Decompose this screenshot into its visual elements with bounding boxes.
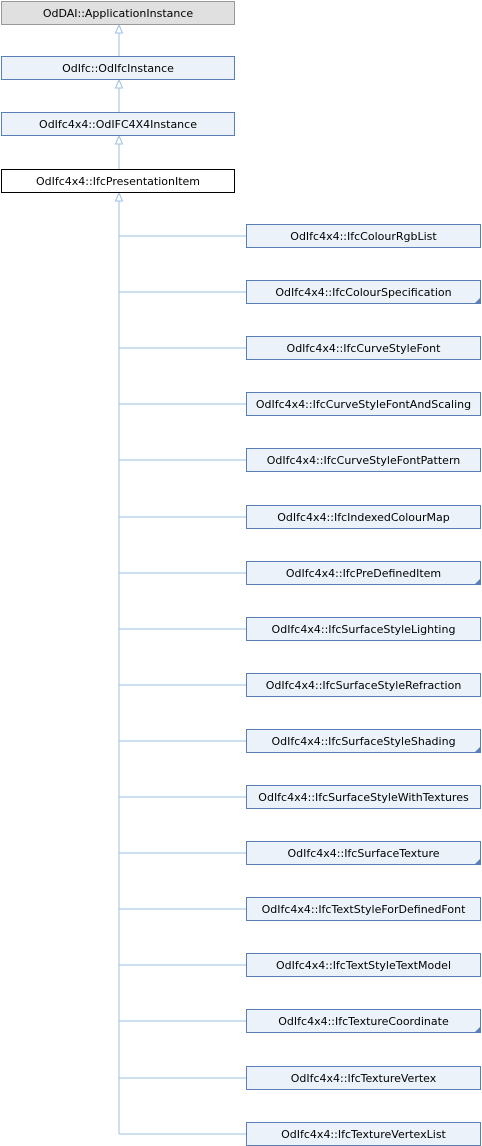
derived-class-label: OdIfc4x4::IfcTextureVertexList <box>281 1127 446 1141</box>
derived-class-label: OdIfc4x4::IfcTextStyleTextModel <box>275 958 452 972</box>
inheritance-arrowhead <box>114 134 124 145</box>
derived-class-node[interactable]: OdIfc4x4::IfcPreDefinedItem <box>246 561 481 585</box>
derived-class-label: OdIfc4x4::IfcIndexedColourMap <box>277 510 450 524</box>
derived-class-node[interactable]: OdIfc4x4::IfcTextureVertex <box>246 1066 481 1090</box>
derived-class-node[interactable]: OdIfc4x4::IfcTextureVertexList <box>246 1122 481 1146</box>
derived-class-label: OdIfc4x4::IfcSurfaceStyleRefraction <box>265 678 462 692</box>
derived-class-node[interactable]: OdIfc4x4::IfcColourRgbList <box>246 224 481 248</box>
derived-class-label: OdIfc4x4::IfcTextStyleForDefinedFont <box>261 902 466 916</box>
inheritance-arrowhead <box>114 23 124 34</box>
ancestor-class-node[interactable]: OdDAI::ApplicationInstance <box>1 1 235 25</box>
derived-class-label: OdIfc4x4::IfcColourRgbList <box>290 229 437 243</box>
ancestor-class-node[interactable]: OdIfc::OdIfcInstance <box>1 56 235 80</box>
derived-class-label: OdIfc4x4::IfcCurveStyleFont <box>286 341 441 355</box>
derived-class-node[interactable]: OdIfc4x4::IfcColourSpecification <box>246 280 481 304</box>
derived-class-label: OdIfc4x4::IfcTextureVertex <box>290 1071 437 1085</box>
derived-class-label: OdIfc4x4::IfcSurfaceTexture <box>287 846 440 860</box>
ancestor-class-label: OdDAI::ApplicationInstance <box>42 6 194 20</box>
inheritance-arrowhead <box>114 191 124 202</box>
derived-class-node[interactable]: OdIfc4x4::IfcSurfaceTexture <box>246 841 481 865</box>
derived-class-label: OdIfc4x4::IfcTextureCoordinate <box>278 1014 449 1028</box>
derived-class-node[interactable]: OdIfc4x4::IfcCurveStyleFontAndScaling <box>246 392 481 416</box>
ancestor-class-label: OdIfc4x4::OdIFC4X4Instance <box>39 117 197 131</box>
current-class-label: OdIfc4x4::IfcPresentationItem <box>35 174 200 188</box>
derived-class-label: OdIfc4x4::IfcSurfaceStyleWithTextures <box>258 790 469 804</box>
derived-class-label: OdIfc4x4::IfcCurveStyleFontAndScaling <box>255 397 472 411</box>
derived-class-node[interactable]: OdIfc4x4::IfcSurfaceStyleShading <box>246 729 481 753</box>
derived-class-node[interactable]: OdIfc4x4::IfcIndexedColourMap <box>246 505 481 529</box>
derived-class-node[interactable]: OdIfc4x4::IfcCurveStyleFont <box>246 336 481 360</box>
current-class-node: OdIfc4x4::IfcPresentationItem <box>1 169 235 193</box>
derived-class-node[interactable]: OdIfc4x4::IfcSurfaceStyleRefraction <box>246 673 481 697</box>
derived-class-node[interactable]: OdIfc4x4::IfcTextureCoordinate <box>246 1009 481 1033</box>
ancestor-class-label: OdIfc::OdIfcInstance <box>62 61 174 75</box>
inheritance-arrowhead <box>114 78 124 89</box>
derived-class-node[interactable]: OdIfc4x4::IfcCurveStyleFontPattern <box>246 448 481 472</box>
derived-class-label: OdIfc4x4::IfcCurveStyleFontPattern <box>266 453 461 467</box>
derived-class-label: OdIfc4x4::IfcColourSpecification <box>275 285 452 299</box>
derived-class-node[interactable]: OdIfc4x4::IfcSurfaceStyleLighting <box>246 617 481 641</box>
derived-class-label: OdIfc4x4::IfcPreDefinedItem <box>285 566 442 580</box>
derived-class-label: OdIfc4x4::IfcSurfaceStyleLighting <box>271 622 456 636</box>
derived-class-node[interactable]: OdIfc4x4::IfcTextStyleForDefinedFont <box>246 897 481 921</box>
derived-class-node[interactable]: OdIfc4x4::IfcSurfaceStyleWithTextures <box>246 785 481 809</box>
derived-class-label: OdIfc4x4::IfcSurfaceStyleShading <box>271 734 456 748</box>
derived-class-node[interactable]: OdIfc4x4::IfcTextStyleTextModel <box>246 953 481 977</box>
ancestor-class-node[interactable]: OdIfc4x4::OdIFC4X4Instance <box>1 112 235 136</box>
